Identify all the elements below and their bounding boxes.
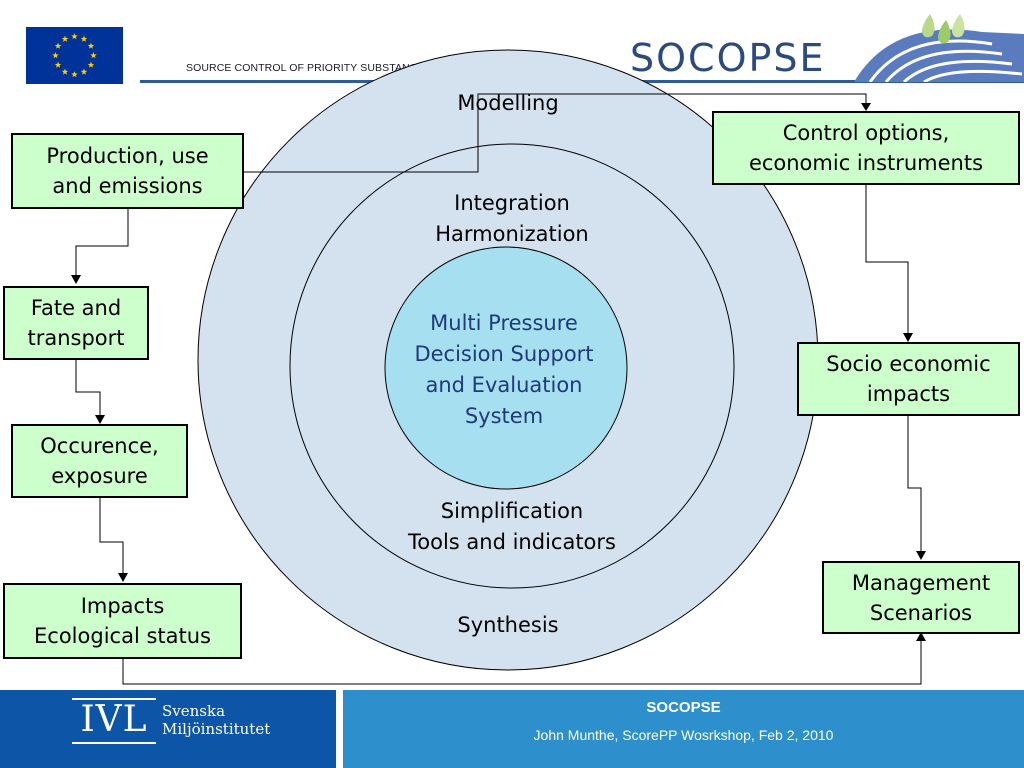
arrowhead-management-bottom bbox=[916, 632, 926, 641]
connector-production-to-fate bbox=[75, 209, 129, 276]
footer-left-panel bbox=[0, 690, 336, 768]
label-synthesis: Synthesis bbox=[457, 613, 559, 637]
eu-star-icon bbox=[52, 52, 59, 59]
box-socio-economic: Socio economic impacts bbox=[797, 342, 1020, 416]
eu-star-icon bbox=[80, 68, 88, 75]
label-core-system: Multi Pressure Decision Support and Eval… bbox=[414, 311, 594, 428]
ivl-logo-mark: IVL bbox=[72, 698, 156, 744]
footer-title: SOCOPSE bbox=[646, 699, 721, 716]
label-modelling: Modelling bbox=[457, 91, 559, 115]
box-occurence-exposure: Occurence, exposure bbox=[11, 424, 188, 498]
eu-star-icon bbox=[54, 61, 62, 68]
arrowhead-occurence bbox=[95, 415, 105, 424]
eu-flag-logo bbox=[26, 27, 123, 84]
label-simplification: Simplification Tools and indicators bbox=[408, 499, 616, 554]
box-fate-transport: Fate and transport bbox=[3, 286, 149, 360]
arrowhead-fate bbox=[71, 275, 81, 284]
connector-control-to-socio bbox=[865, 185, 909, 334]
eu-star-icon bbox=[80, 35, 88, 42]
eu-star-icon bbox=[61, 68, 69, 75]
arrowhead-control bbox=[861, 103, 871, 111]
eu-star-icon bbox=[87, 61, 95, 68]
connector-impacts-to-management bbox=[122, 640, 922, 685]
connector-fate-to-occurence bbox=[75, 360, 101, 416]
box-impacts-ecological: Impacts Ecological status bbox=[3, 583, 242, 659]
arrowhead-socio bbox=[903, 333, 913, 342]
diagram-canvas bbox=[71, 49, 926, 685]
eu-star-icon bbox=[90, 52, 97, 59]
footer-subtitle: John Munthe, ScorePP Wosrkshop, Feb 2, 2… bbox=[533, 727, 834, 743]
eu-star-icon bbox=[87, 42, 95, 49]
connector-occurence-to-impacts bbox=[99, 498, 124, 574]
connector-production-to-control bbox=[244, 93, 867, 173]
eu-star-icon bbox=[61, 35, 69, 42]
eu-star-icon bbox=[71, 71, 78, 78]
eu-star-icon bbox=[54, 42, 62, 49]
box-production-use-emissions: Production, use and emissions bbox=[11, 133, 244, 209]
box-management-scenarios: Management Scenarios bbox=[822, 561, 1020, 634]
footer-right-panel bbox=[343, 690, 1024, 768]
eu-stars-icon bbox=[52, 33, 97, 78]
socopse-wave-logo bbox=[854, 14, 1024, 82]
ivl-org-name: Svenska Miljöinstitutet bbox=[162, 702, 271, 738]
label-integration: Integration Harmonization bbox=[435, 191, 589, 246]
box-control-options: Control options, economic instruments bbox=[712, 111, 1020, 185]
connector-socio-to-management bbox=[907, 416, 922, 552]
arrowhead-management-top bbox=[916, 551, 926, 560]
brand-wordmark: SOCOPSE bbox=[630, 36, 826, 80]
core-circle bbox=[384, 246, 628, 490]
arrowhead-impacts bbox=[118, 573, 128, 582]
eu-star-icon bbox=[71, 33, 78, 40]
